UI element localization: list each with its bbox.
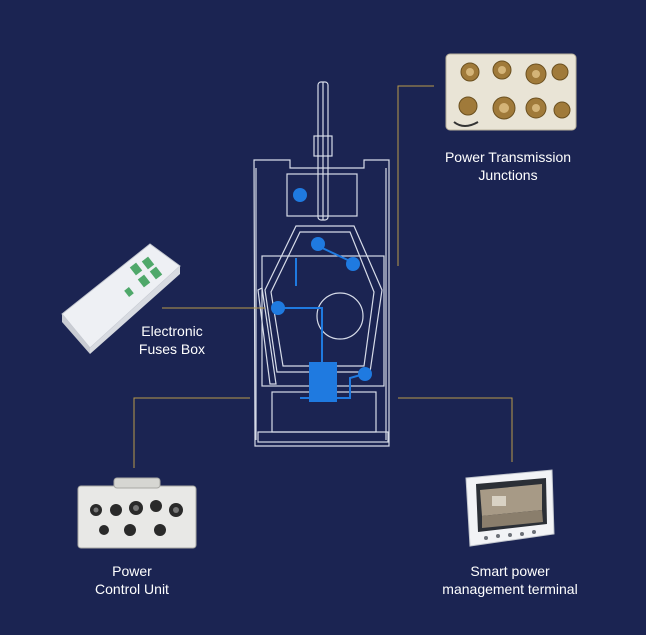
pcu-label-line2: Control Unit: [95, 581, 169, 597]
terminal-label-line2: management terminal: [442, 581, 578, 597]
fuses-label: Electronic Fuses Box: [126, 322, 218, 358]
pcu-label-line1: Power: [112, 563, 152, 579]
junctions-label-line1: Power Transmission: [444, 149, 572, 165]
connector-junctions: [397, 85, 434, 266]
power-control-unit-photo: [77, 477, 197, 549]
node-front-box: [293, 188, 307, 202]
fuses-label-line1: Electronic: [141, 323, 203, 339]
electronic-fuses-box-photo: [61, 243, 181, 354]
fuses-label-line2: Fuses Box: [138, 341, 206, 357]
terminal-label: Smart power management terminal: [424, 562, 596, 598]
junctions-label-line2: Junctions: [478, 167, 538, 183]
power-transmission-junctions-photo: [445, 53, 577, 131]
connector-terminal: [398, 397, 513, 462]
terminal-label-line1: Smart power: [470, 563, 550, 579]
node-fuses-box: [271, 301, 285, 315]
connector-lines: [133, 85, 513, 468]
node-turret-right: [346, 257, 360, 271]
power-unit-block: [309, 362, 337, 402]
node-lower-right: [358, 367, 372, 381]
wiring-lines: [278, 245, 365, 399]
node-turret-front: [311, 237, 325, 251]
connection-nodes: [271, 188, 372, 402]
smart-power-management-terminal-photo: [465, 469, 555, 547]
pcu-label: Power Control Unit: [80, 562, 184, 598]
junctions-label: Power Transmission Junctions: [430, 148, 586, 184]
connector-pcu: [133, 397, 250, 468]
